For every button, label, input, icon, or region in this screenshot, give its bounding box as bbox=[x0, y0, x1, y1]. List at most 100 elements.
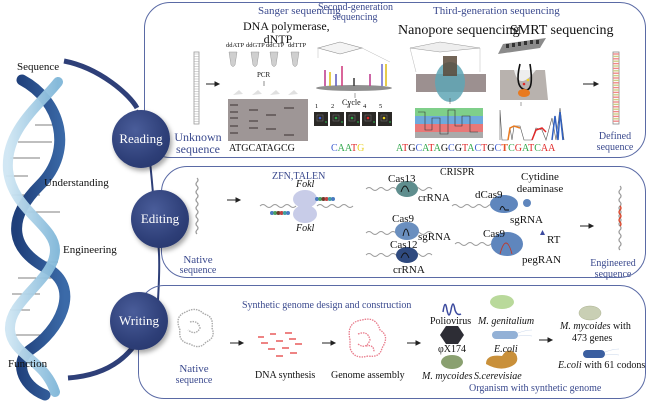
unknown-sequence-line2: sequence bbox=[176, 142, 220, 156]
prime-cas9-label: Cas9 bbox=[483, 228, 505, 240]
editing-node[interactable]: Editing bbox=[131, 190, 189, 248]
second-gen-result: CAATG bbox=[331, 143, 365, 155]
poliovirus-label: Poliovirus bbox=[430, 316, 472, 327]
base-letter: A bbox=[548, 143, 556, 154]
unknown-sequence-line1: Unknown bbox=[174, 130, 222, 144]
base-letter: A bbox=[467, 143, 475, 154]
base-letter: T bbox=[481, 143, 488, 154]
editing-native-line2: sequence bbox=[179, 265, 217, 276]
base-letter: A bbox=[433, 143, 441, 154]
base-letter: T bbox=[461, 143, 468, 154]
cas13-label: Cas13 bbox=[388, 173, 416, 185]
cas13-rna-label: crRNA bbox=[418, 192, 450, 204]
base-letter: C bbox=[448, 143, 455, 154]
dcas9-rna-label: sgRNA bbox=[510, 214, 544, 226]
pcr-label: PCR bbox=[257, 71, 271, 79]
dna-synthesis-label: DNA synthesis bbox=[255, 370, 316, 381]
reading-node[interactable]: Reading bbox=[112, 110, 170, 168]
sanger-reagent-line2: dNTP bbox=[263, 32, 293, 46]
writing-native-line1: Native bbox=[179, 363, 209, 375]
writing-title: Synthetic genome design and construction bbox=[242, 300, 412, 311]
defined-sequence-line2: sequence bbox=[596, 142, 634, 153]
synthetic-m-mycoides-label: M. mycoides with bbox=[560, 321, 631, 332]
tube-label-ddatp: ddATP bbox=[226, 42, 245, 49]
base-letter: G bbox=[487, 143, 495, 154]
writing-footer: Organism with synthetic genome bbox=[469, 383, 602, 394]
sanger-title: Sanger sequencing bbox=[258, 5, 341, 17]
tube-label-ddctp: ddCTP bbox=[266, 42, 285, 49]
zfn-talen-title: ZFN,TALEN bbox=[272, 171, 326, 182]
phix174-label: φX174 bbox=[438, 344, 466, 355]
cycle-number: 2 bbox=[331, 103, 335, 110]
fokl-bottom-label: Fokl bbox=[296, 223, 315, 234]
genome-assembly-label: Genome assembly bbox=[331, 370, 405, 381]
tube-label-ddttp: ddTTP bbox=[288, 42, 307, 49]
cas12-rna-label: crRNA bbox=[393, 264, 425, 276]
base-letter: C bbox=[331, 143, 338, 154]
smrt-title: SMRT sequencing bbox=[510, 23, 614, 38]
defined-sequence-line1: Defined bbox=[598, 131, 632, 142]
s-cerevisiae-label: S.cerevisiae bbox=[474, 371, 522, 382]
base-letter: A bbox=[422, 143, 429, 154]
nanopore-result: ATGCATAGCGTACTGCT bbox=[396, 143, 508, 155]
cycle-number: 3 bbox=[347, 103, 351, 110]
base-letter: T bbox=[501, 143, 508, 154]
base-letter: C bbox=[415, 143, 423, 154]
label-function: Function bbox=[8, 358, 48, 370]
smrt-result: TCGATCAA bbox=[502, 143, 556, 155]
cas12-label: Cas12 bbox=[390, 239, 418, 251]
fokl-top-label: Fokl bbox=[296, 179, 315, 190]
dcas9-label: dCas9 bbox=[475, 189, 503, 201]
label-engineering: Engineering bbox=[63, 244, 117, 256]
base-letter: A bbox=[344, 143, 352, 154]
base-letter: C bbox=[508, 143, 515, 154]
label-sequence: Sequence bbox=[17, 61, 60, 73]
base-letter: G bbox=[440, 143, 449, 154]
cycle-number: 4 bbox=[363, 103, 367, 110]
base-letter: T bbox=[428, 143, 434, 154]
rt-label: RT bbox=[547, 234, 561, 246]
connector-arc bbox=[63, 58, 140, 110]
cas9-rna-label: sgRNA bbox=[418, 231, 452, 243]
base-letter: T bbox=[351, 143, 358, 154]
second-gen-title-line2: sequencing bbox=[332, 12, 378, 23]
crispr-title: CRISPR bbox=[440, 167, 475, 178]
writing-node[interactable]: Writing bbox=[110, 292, 168, 350]
nanopore-title: Nanopore sequencing bbox=[398, 23, 520, 38]
base-letter: C bbox=[474, 143, 482, 154]
reading-panel bbox=[144, 2, 646, 158]
base-letter: T bbox=[402, 143, 409, 154]
sanger-result: ATGCATAGCG bbox=[229, 143, 295, 154]
pegrna-label: pegRAN bbox=[522, 254, 562, 266]
base-letter: C bbox=[494, 143, 502, 154]
cycle-label: Cycle bbox=[342, 98, 361, 107]
writing-native-line2: sequence bbox=[175, 375, 213, 386]
base-letter: T bbox=[502, 143, 509, 154]
base-letter: G bbox=[357, 143, 365, 154]
label-understanding: Understanding bbox=[44, 177, 109, 189]
synthetic-m-mycoides-genes: 473 genes bbox=[572, 333, 613, 344]
m-mycoides-label: M. mycoides bbox=[422, 371, 473, 382]
cytidine-deaminase-line1: Cytidine bbox=[521, 171, 559, 183]
e-coli-label: E.coli bbox=[494, 344, 518, 355]
cytidine-deaminase-line2: deaminase bbox=[516, 183, 564, 195]
sanger-reagent-line1: DNA polymerase, bbox=[243, 19, 330, 33]
editing-native-line1: Native bbox=[183, 254, 213, 266]
engineered-line1: Engineered bbox=[590, 258, 636, 269]
base-letter: A bbox=[337, 143, 345, 154]
m-genitalium-label: M. genitalium bbox=[478, 316, 535, 327]
base-letter: A bbox=[540, 143, 549, 154]
dna-strand-light bbox=[2, 77, 63, 397]
third-gen-title: Third-generation sequencing bbox=[433, 5, 560, 17]
tube-label-ddgtp: ddGTP bbox=[246, 42, 265, 49]
synthetic-e-coli-label: E.coli with 61 codons bbox=[558, 360, 646, 371]
cycle-number: 1 bbox=[315, 103, 319, 110]
base-letter: T bbox=[528, 143, 535, 154]
base-letter: C bbox=[534, 143, 541, 154]
engineered-line2: sequence bbox=[594, 269, 632, 280]
second-gen-title-line1: Second-generation bbox=[318, 2, 393, 13]
base-letter: A bbox=[396, 143, 403, 154]
base-letter: G bbox=[454, 143, 462, 154]
base-letter: A bbox=[522, 143, 529, 154]
